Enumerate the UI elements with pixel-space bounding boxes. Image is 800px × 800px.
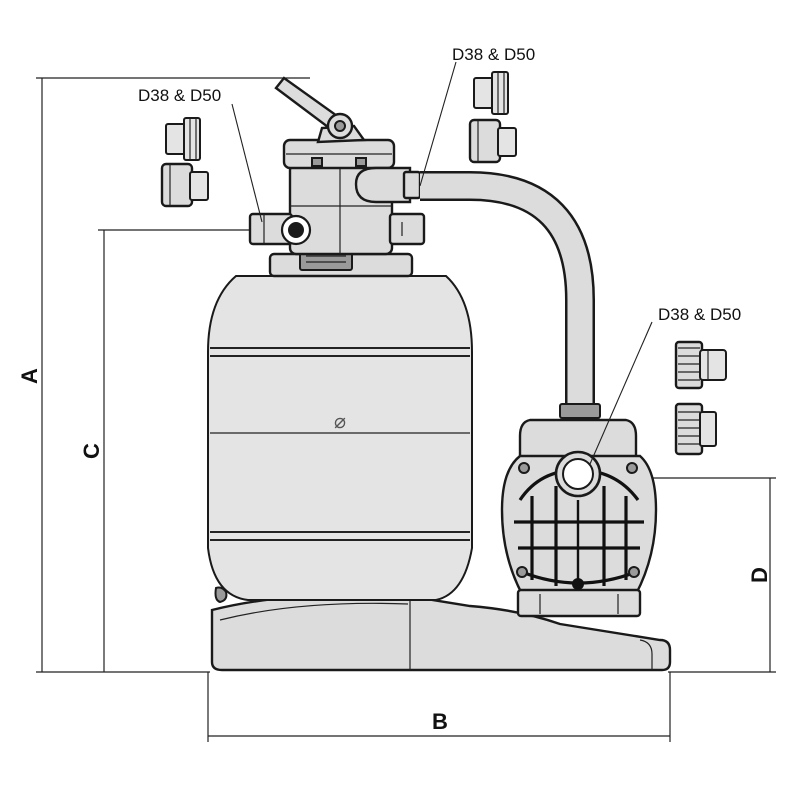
callout-top-right: D38 & D50 [452,45,535,64]
dimension-b: B [207,672,671,742]
dimension-c-label: C [79,443,104,459]
leader-lines [231,61,653,465]
dimension-a-label: A [17,368,42,384]
multiport-valve [248,76,426,256]
dimension-c: C [79,229,258,672]
valve-port-lower-right [388,212,426,246]
fitting-set-pump [674,340,727,456]
drain-plug [214,586,228,604]
dimension-d-label: D [747,567,772,583]
dimension-d: D [640,477,776,673]
fitting-set-top-left [160,117,209,208]
threaded-adapter [674,340,704,390]
callout-top-left: D38 & D50 [138,86,221,105]
union-nut [468,118,502,164]
fitting-set-top-right [468,71,517,164]
filter-tank: ⌀ [207,275,473,604]
pump [500,418,658,618]
connecting-hose [420,171,601,419]
valve-port-upper-right [354,166,412,204]
tank-clamp [268,251,414,278]
dimension-a: A [17,77,310,673]
diameter-symbol: ⌀ [334,409,346,433]
callout-pump: D38 & D50 [658,305,741,324]
dimension-b-label: B [432,709,448,734]
union-nut [160,162,194,208]
